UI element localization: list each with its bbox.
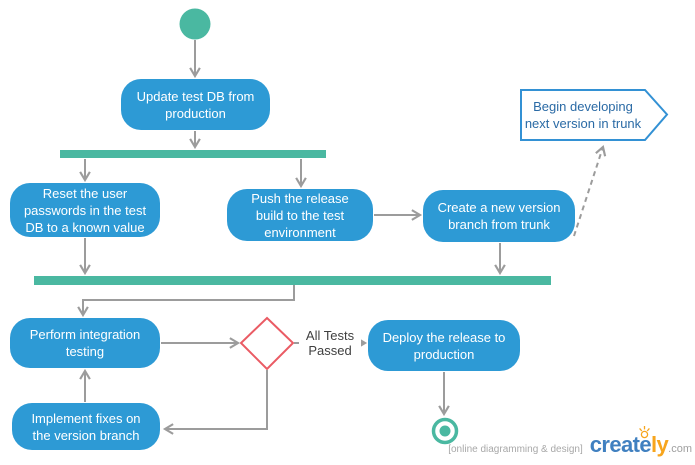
edge-label-line: Passed [308,342,352,358]
activity-label-line: Update test DB from [136,88,255,104]
creately-logo[interactable]: creately.com [589,426,692,461]
fork-bar[interactable] [60,150,326,158]
activity-label-line: Perform integration [29,327,141,342]
watermark-tagline: [online diagramming & design] [448,444,583,455]
activity-label-line: passwords in the test [23,202,147,218]
activity-label-line: testing [65,344,105,359]
logo-bulb-letter: e [639,432,651,457]
final-node-ring[interactable] [431,417,459,445]
logo-text-orange: ly [651,432,669,457]
activity-label-line: DB to a known value [25,219,145,235]
edge-label-all-tests-passed: All Tests Passed [299,328,361,359]
lightbulb-icon [639,426,650,439]
edge-join-to-perform[interactable] [77,285,295,318]
activity-create-branch[interactable]: Create a new version branch from trunk [423,190,575,242]
edge-decision-to-implement[interactable] [162,370,268,435]
decision-diamond[interactable] [239,316,295,371]
activity-label-line: branch from trunk [448,217,550,232]
activity-label-line: environment [264,224,336,240]
activity-push-release[interactable]: Push the release build to the test envir… [227,189,373,241]
activity-deploy-release[interactable]: Deploy the release to production [368,320,520,371]
activity-label-line: Implement fixes on [31,410,141,426]
activity-label-line: Deploy the release to [382,329,506,345]
initial-node[interactable] [179,8,211,40]
signal-label-line: Begin developing [533,99,633,114]
activity-label-line: Push the release [251,190,349,206]
signal-begin-developing-label: Begin developing next version in trunk [521,90,645,140]
activity-label-line: build to the test [255,207,345,223]
activity-perform-testing[interactable]: Perform integration testing [10,318,160,368]
edge-create-to-begin-dashed[interactable] [573,144,607,237]
creately-watermark[interactable]: [online diagramming & design] creately.c… [448,426,692,461]
join-bar[interactable] [34,276,551,285]
signal-label-line: next version in trunk [524,116,642,131]
final-node-core [439,425,451,437]
edge-label-line: All Tests [305,328,355,343]
signal-pentagon[interactable] [520,89,669,141]
activity-label-line: Reset the user [42,185,128,201]
activity-label-line: production [165,105,226,121]
activity-label-line: Create a new version [437,200,561,215]
logo-domain-suffix: .com [668,443,692,455]
activity-implement-fixes[interactable]: Implement fixes on the version branch [12,403,160,450]
activity-label-line: production [413,346,475,362]
activity-reset-passwords[interactable]: Reset the user passwords in the test DB … [10,183,160,237]
activity-update-test-db[interactable]: Update test DB from production [121,79,270,130]
logo-text-blue: creat [589,432,640,457]
activity-label-line: the version branch [32,427,140,443]
